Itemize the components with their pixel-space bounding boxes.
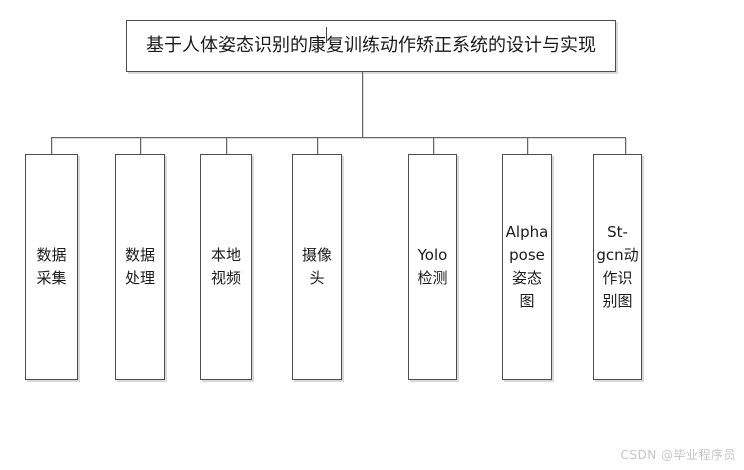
connector-drop xyxy=(226,137,227,160)
tree-node-local-video: 本地 视频 xyxy=(200,154,252,380)
tree-node-label: 数据 处理 xyxy=(124,246,155,287)
tree-node-label: 摄像 头 xyxy=(301,246,332,287)
tree-node-label: Yolo 检测 xyxy=(417,246,448,287)
tree-node-data-processing: 数据 处理 xyxy=(115,154,165,380)
connector-drop xyxy=(527,137,528,160)
root-node-label: 基于人体姿态识别的康复训练动作矫正系统的设计与实现 xyxy=(146,35,596,56)
tree-node-label: 本地 视频 xyxy=(210,246,241,287)
tree-node-label: St- gcn动 作识 别图 xyxy=(596,223,639,310)
connector-drop xyxy=(317,137,318,160)
tree-node-alphapose-pose-graph: Alpha pose 姿态 图 xyxy=(502,154,552,380)
connector-drop xyxy=(51,137,52,160)
tree-node-yolo-detection: Yolo 检测 xyxy=(408,154,457,380)
tree-node-camera: 摄像 头 xyxy=(292,154,342,380)
tree-node-root: 基于人体姿态识别的康复训练动作矫正系统的设计与实现 xyxy=(126,20,616,72)
text-cursor xyxy=(326,27,327,43)
connector-drop xyxy=(625,137,626,160)
tree-node-st-gcn-action-recognition: St- gcn动 作识 别图 xyxy=(593,154,642,380)
connector-drop xyxy=(433,137,434,160)
tree-node-label: Alpha pose 姿态 图 xyxy=(505,223,549,310)
connector-drop xyxy=(140,137,141,160)
connector-bus xyxy=(51,137,625,138)
watermark: CSDN @毕业程序员 xyxy=(620,448,736,462)
tree-node-label: 数据 采集 xyxy=(36,246,67,287)
connector-root-stem xyxy=(362,72,363,137)
tree-node-data-collection: 数据 采集 xyxy=(25,154,78,380)
